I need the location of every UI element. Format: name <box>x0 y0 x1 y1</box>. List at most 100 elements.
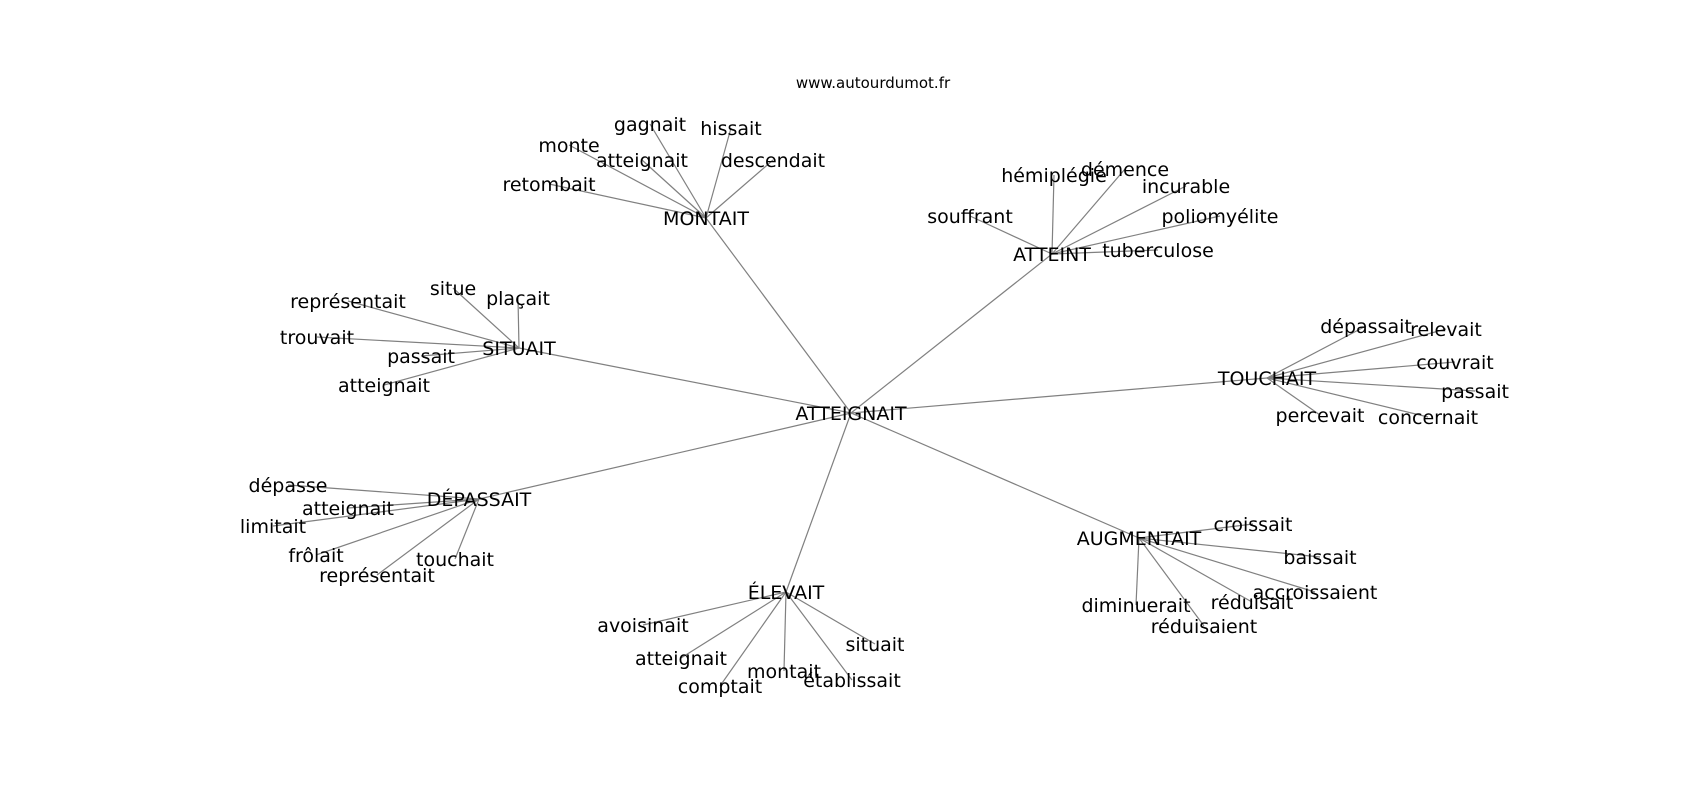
word-node[interactable]: atteignait <box>596 150 688 172</box>
edge-augmentait-0 <box>1138 523 1254 539</box>
word-node[interactable]: tuberculose <box>1102 240 1214 262</box>
edge-depassait-2 <box>272 498 480 527</box>
edge-atteint-3 <box>969 215 1053 255</box>
word-node[interactable]: montait <box>747 661 821 683</box>
cluster-node-elevait[interactable]: ÉLEVAIT <box>748 581 825 604</box>
word-node[interactable]: plaçait <box>486 288 550 310</box>
cluster-node-atteint[interactable]: ATTEINT <box>1013 244 1091 266</box>
cluster-node-situait[interactable]: SITUAIT <box>482 338 556 360</box>
edge-depassait-0 <box>287 484 480 500</box>
word-node[interactable]: baissait <box>1283 547 1356 569</box>
word-node[interactable]: concernait <box>1378 407 1478 429</box>
word-node[interactable]: dépasse <box>249 475 328 497</box>
word-node[interactable]: situe <box>430 278 476 300</box>
word-node[interactable]: trouvait <box>280 327 354 349</box>
edge-elevait-2 <box>680 591 787 659</box>
word-node[interactable]: réduisaient <box>1151 616 1257 638</box>
edge-touchait-1 <box>1266 328 1447 379</box>
word-node[interactable]: diminuerait <box>1081 595 1190 617</box>
edge-situait-5 <box>383 347 520 386</box>
edge-augmentait-3 <box>1135 537 1140 606</box>
edge-situait-2 <box>347 300 520 349</box>
edges-layer <box>272 123 1476 687</box>
word-node[interactable]: relevait <box>1410 319 1482 341</box>
edge-atteint-0 <box>1051 174 1055 255</box>
edge-atteint-4 <box>1051 215 1221 255</box>
edge-touchait-4 <box>1266 377 1321 416</box>
edge-situait-0 <box>452 287 520 349</box>
word-node[interactable]: hissait <box>700 118 762 140</box>
word-node[interactable]: comptait <box>678 676 762 698</box>
word-node[interactable]: percevait <box>1276 405 1365 427</box>
edge-center-augmentait <box>850 412 1140 539</box>
word-node[interactable]: atteignait <box>302 498 394 520</box>
word-node[interactable]: réduisait <box>1211 592 1294 614</box>
word-node[interactable]: accroissaient <box>1253 582 1378 604</box>
word-node[interactable]: hémiplégie <box>1001 165 1107 187</box>
cluster-node-depassait[interactable]: DÉPASSAIT <box>427 488 532 511</box>
edge-montait-1 <box>705 127 732 219</box>
word-node[interactable]: souffrant <box>927 206 1013 228</box>
edge-montait-2 <box>568 144 707 219</box>
word-node[interactable]: poliomyélite <box>1161 206 1278 228</box>
edge-depassait-5 <box>376 498 480 576</box>
edge-augmentait-2 <box>1138 537 1316 593</box>
edge-touchait-2 <box>1266 361 1456 379</box>
word-node[interactable]: atteignait <box>635 648 727 670</box>
cluster-node-touchait[interactable]: TOUCHAIT <box>1217 368 1317 390</box>
edge-depassait-3 <box>315 498 480 556</box>
cluster-node-montait[interactable]: MONTAIT <box>663 208 749 230</box>
word-node[interactable]: descendait <box>721 150 825 172</box>
word-node[interactable]: passait <box>387 346 455 368</box>
center-node[interactable]: ATTEIGNAIT <box>795 403 907 425</box>
word-node[interactable]: incurable <box>1142 176 1230 198</box>
edge-center-montait <box>705 217 852 414</box>
cluster-node-augmentait[interactable]: AUGMENTAIT <box>1077 528 1202 550</box>
word-node[interactable]: monte <box>538 135 599 157</box>
edge-augmentait-1 <box>1138 537 1321 558</box>
word-node[interactable]: passait <box>1441 381 1509 403</box>
edge-elevait-0 <box>642 591 787 626</box>
edge-montait-3 <box>641 159 707 219</box>
edge-elevait-5 <box>719 591 787 687</box>
edge-center-touchait <box>850 377 1268 414</box>
site-credit: www.autourdumot.fr <box>796 74 951 92</box>
edge-augmentait-4 <box>1138 537 1253 603</box>
word-node[interactable]: touchait <box>416 549 494 571</box>
edge-center-situait <box>518 347 852 414</box>
word-node[interactable]: limitait <box>240 516 306 538</box>
edge-situait-3 <box>316 336 520 349</box>
word-node[interactable]: gagnait <box>614 114 686 136</box>
edge-atteint-1 <box>1051 168 1126 255</box>
edge-atteint-5 <box>1051 249 1159 255</box>
word-node[interactable]: atteignait <box>338 375 430 397</box>
edge-elevait-1 <box>785 591 876 645</box>
edge-touchait-3 <box>1266 377 1476 392</box>
word-node[interactable]: représentait <box>319 565 435 587</box>
word-node[interactable]: croissait <box>1214 514 1293 536</box>
edge-situait-4 <box>420 347 520 357</box>
word-node[interactable]: couvrait <box>1416 352 1494 374</box>
word-node[interactable]: frôlait <box>288 545 343 567</box>
edge-center-atteint <box>850 253 1053 414</box>
word-node[interactable]: démence <box>1081 159 1169 181</box>
edge-montait-0 <box>649 123 707 219</box>
edge-depassait-4 <box>454 498 480 560</box>
word-node[interactable]: représentait <box>290 291 406 313</box>
edge-atteint-2 <box>1051 185 1187 255</box>
edge-center-depassait <box>478 412 852 500</box>
word-node[interactable]: dépassait <box>1320 316 1412 338</box>
edge-montait-4 <box>705 159 774 219</box>
edge-elevait-4 <box>785 591 853 681</box>
word-node[interactable]: établissait <box>803 670 901 692</box>
edge-montait-5 <box>548 183 707 219</box>
edge-touchait-5 <box>1266 377 1429 418</box>
edge-depassait-1 <box>347 498 480 509</box>
word-node[interactable]: avoisinait <box>597 615 688 637</box>
edge-situait-1 <box>517 297 520 349</box>
edge-center-elevait <box>785 412 852 593</box>
word-node[interactable]: retombait <box>502 174 595 196</box>
word-node[interactable]: situait <box>845 634 904 656</box>
